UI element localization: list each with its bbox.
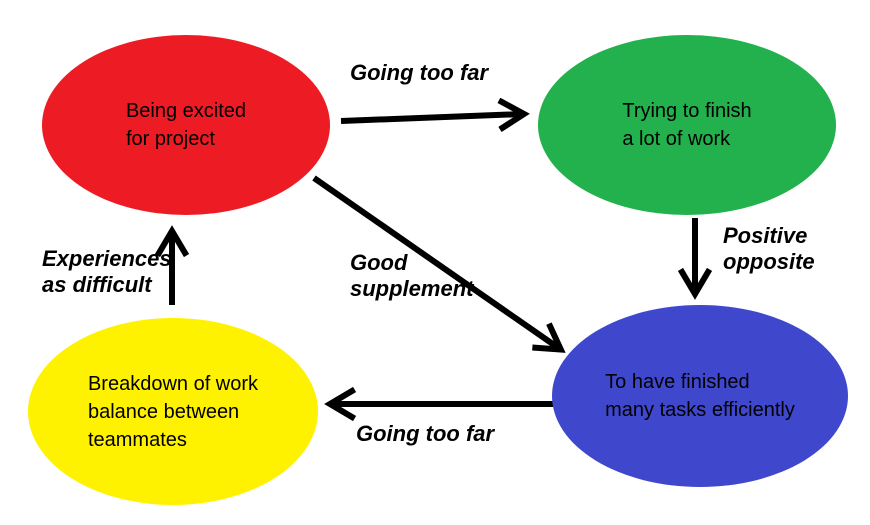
node-label: Trying to finish a lot of work (622, 100, 752, 150)
edge-label-going-too-far-top: Going too far (350, 60, 489, 85)
edge-label-positive-opposite: Positive opposite (723, 223, 815, 274)
node-label: To have finished many tasks efficiently (605, 371, 795, 421)
node-work-breakdown: Breakdown of work balance between teamma… (28, 318, 318, 505)
node-label: Breakdown of work balance between teamma… (87, 372, 259, 451)
node-trying-to-finish: Trying to finish a lot of work (538, 35, 836, 215)
node-label: Being excited for project (125, 100, 247, 150)
edge-label-good-supplement: Good supplement (350, 250, 474, 301)
edge-label-going-too-far-bottom: Going too far (356, 421, 495, 446)
node-finished-tasks: To have finished many tasks efficiently (552, 305, 848, 487)
arrow-going-too-far-top (340, 114, 523, 121)
node-being-excited: Being excited for project (42, 35, 330, 215)
edge-label-experiences-as-difficult: Experiences as difficult (42, 246, 172, 297)
